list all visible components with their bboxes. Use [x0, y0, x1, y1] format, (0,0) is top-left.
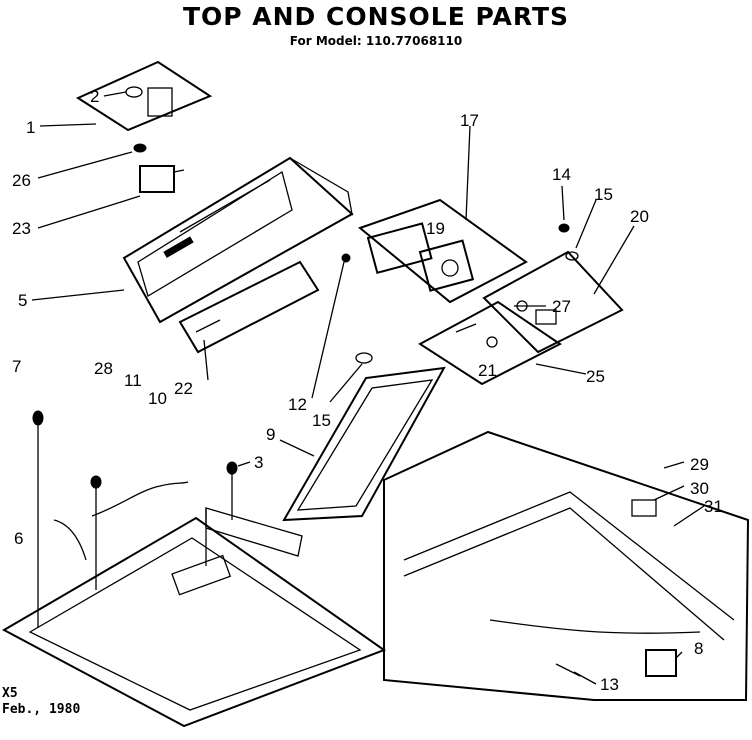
model-subtitle: For Model: 110.77068110 [289, 34, 463, 48]
part-25-plate [418, 300, 562, 386]
callout-22: 22 [174, 379, 193, 398]
callout-21: 21 [478, 361, 497, 380]
callout-28: 28 [94, 359, 113, 378]
callout-27: 27 [552, 297, 571, 316]
part-6-top [1, 507, 387, 728]
footer-code: X5 [2, 686, 18, 701]
callout-11: 11 [124, 371, 142, 390]
callout-19: 19 [426, 219, 445, 238]
part-5-console [122, 156, 354, 324]
callout-23: 23 [12, 219, 31, 238]
leader-lines [31, 91, 705, 685]
callout-8: 8 [694, 639, 703, 658]
callout-10: 10 [148, 389, 167, 408]
callout-12: 12 [288, 395, 307, 414]
part-1-mounting-plate [75, 60, 213, 132]
loose-hardware [32, 410, 238, 628]
part-22-lens [178, 260, 320, 354]
callout-3: 3 [254, 453, 263, 472]
callout-17: 17 [460, 111, 479, 130]
page-title: TOP AND CONSOLE PARTS [182, 2, 570, 31]
callout-1: 1 [26, 118, 35, 137]
callout-15a: 15 [594, 185, 613, 204]
callout-9: 9 [266, 425, 275, 444]
callout-2: 2 [90, 87, 99, 106]
callout-6: 6 [14, 529, 23, 548]
callout-20: 20 [630, 207, 649, 226]
callout-29: 29 [690, 455, 709, 474]
part-23-switch [133, 143, 185, 193]
callout-15b: 15 [312, 411, 331, 430]
footer-date: Feb., 1980 [2, 702, 81, 717]
callout-numbers: 1 2 3 5 6 7 8 9 10 11 12 13 14 15 15 17 … [12, 87, 723, 694]
harness-inset [383, 430, 750, 701]
part-9-door [282, 366, 446, 522]
part-17-bracket [357, 198, 528, 304]
callout-5: 5 [18, 291, 27, 310]
callout-30: 30 [690, 479, 709, 498]
callout-31: 31 [704, 497, 723, 516]
callout-14: 14 [552, 165, 571, 184]
callout-7: 7 [12, 357, 21, 376]
callout-13: 13 [600, 675, 619, 694]
callout-26: 26 [12, 171, 31, 190]
callout-25: 25 [586, 367, 605, 386]
parts-14-15-screws [341, 223, 579, 364]
